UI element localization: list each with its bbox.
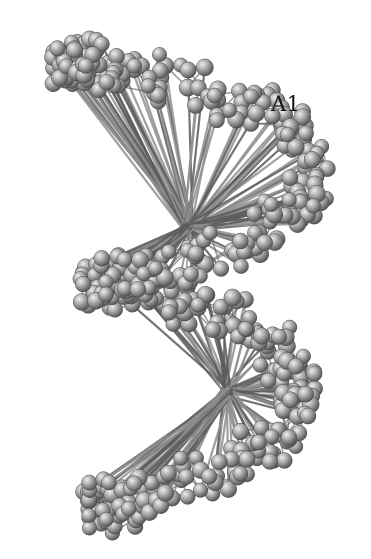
atom-sphere [253, 358, 268, 373]
atom-sphere [234, 259, 249, 274]
atom-sphere [178, 469, 194, 485]
atom-sphere [183, 266, 198, 281]
atom-sphere [262, 454, 278, 470]
atom-sphere [130, 281, 146, 297]
atom-sphere [251, 435, 267, 451]
atom-sphere [191, 298, 206, 313]
atom-sphere [232, 423, 249, 440]
atom-sphere [246, 206, 262, 222]
atom-sphere [280, 127, 295, 142]
atom-sphere [188, 246, 204, 262]
atom-sphere [232, 233, 248, 249]
atom-sphere [99, 512, 114, 527]
atom-sphere [264, 197, 279, 212]
atom-sphere [203, 225, 218, 240]
atom-sphere [101, 475, 116, 490]
panel-label: A1 [271, 92, 301, 116]
atom-sphere [82, 508, 96, 522]
atom-sphere [99, 74, 115, 90]
atom-sphere [75, 276, 91, 292]
atom-sphere [260, 373, 276, 389]
atom-sphere [282, 170, 298, 186]
atom-sphere [209, 113, 224, 128]
atom-sphere [238, 321, 253, 336]
atom-sphere [300, 408, 316, 424]
atom-sphere [222, 103, 236, 117]
atom-sphere [271, 329, 286, 344]
atom-sphere [160, 465, 176, 481]
atom-sphere [307, 366, 323, 382]
atom-sphere [98, 287, 113, 302]
atom-sphere [157, 485, 174, 502]
atom-sphere [94, 250, 110, 266]
atom-sphere [282, 392, 298, 408]
atom-sphere [205, 322, 221, 338]
atom-sphere [152, 47, 166, 61]
atom-sphere [50, 41, 66, 57]
atom-sphere [193, 483, 208, 498]
atom-sphere [180, 489, 195, 504]
atom-sphere [161, 244, 176, 259]
atom-sphere [117, 252, 132, 267]
atom-sphere [127, 58, 142, 73]
atom-sphere [132, 251, 149, 268]
atom-sphere [298, 126, 313, 141]
atom-sphere [148, 261, 162, 275]
atom-sphere [161, 305, 177, 321]
atom-sphere [224, 289, 241, 306]
atom-sphere [141, 78, 156, 93]
atom-sphere [180, 62, 196, 78]
atom-sphere [196, 59, 213, 76]
atom-sphere [256, 235, 272, 251]
atom-sphere [239, 451, 255, 467]
atom-sphere [248, 105, 265, 122]
atom-sphere [126, 476, 142, 492]
atom-sphere [276, 453, 292, 469]
atom-sphere [233, 466, 248, 481]
atom-sphere [213, 261, 229, 277]
atom-sphere [304, 151, 320, 167]
atom-sphere [211, 454, 227, 470]
atom-sphere [297, 386, 313, 402]
atom-sphere [173, 451, 187, 465]
atom-sphere [282, 192, 297, 207]
atom-sphere [201, 469, 217, 485]
atom-sphere [243, 89, 258, 104]
atom-sphere [187, 97, 203, 113]
atom-sphere [78, 58, 93, 73]
atom-sphere [82, 475, 97, 490]
atom-sphere [121, 501, 136, 516]
atom-sphere [207, 88, 222, 103]
atom-sphere [66, 42, 82, 58]
atom-sphere [253, 328, 270, 345]
atom-sphere [281, 430, 297, 446]
atom-sphere [306, 198, 321, 213]
atom-sphere [288, 358, 304, 374]
